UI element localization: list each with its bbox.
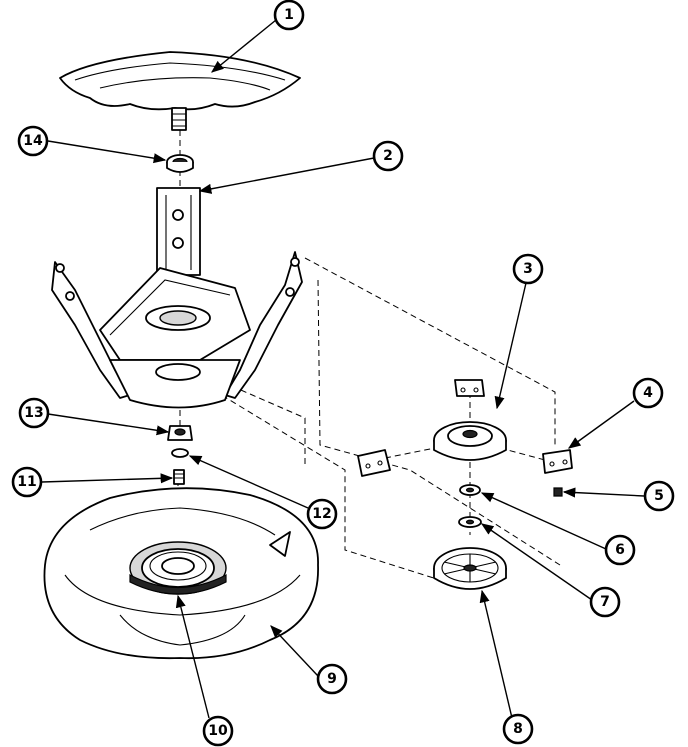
part-drive-pulley: [433, 547, 507, 590]
part-screw: [553, 487, 563, 497]
callout-2: 2: [372, 140, 404, 172]
callout-1: 1: [273, 0, 305, 31]
part-bracket: [156, 187, 201, 276]
callout-11: 11: [11, 466, 43, 498]
callout-14: 14: [17, 125, 49, 157]
callout-12: 12: [306, 498, 338, 530]
callout-9: 9: [316, 663, 348, 695]
callout-7: 7: [589, 586, 621, 618]
svg-text:11: 11: [17, 474, 36, 490]
part-bearing: [166, 154, 194, 173]
part-nut-washer-bolt: [167, 425, 193, 485]
callout-4: 4: [632, 377, 664, 409]
svg-text:4: 4: [643, 385, 653, 401]
callout-5: 5: [643, 480, 675, 512]
part-plates: [357, 379, 573, 477]
svg-text:13: 13: [24, 405, 43, 421]
svg-text:9: 9: [327, 671, 337, 687]
svg-text:14: 14: [23, 133, 43, 149]
callouts: 1 2 3 4 5 6 7 8: [11, 0, 675, 747]
svg-text:5: 5: [654, 488, 664, 504]
part-hub-seal: [129, 541, 227, 595]
callout-10: 10: [202, 715, 234, 747]
svg-text:6: 6: [615, 542, 625, 558]
leader-lines: [41, 19, 645, 719]
svg-text:3: 3: [523, 261, 533, 277]
callout-13: 13: [18, 397, 50, 429]
svg-text:8: 8: [513, 721, 523, 737]
callout-8: 8: [502, 713, 534, 745]
svg-text:12: 12: [312, 506, 331, 522]
callout-3: 3: [512, 253, 544, 285]
part-tub-base: [59, 51, 301, 131]
svg-text:2: 2: [383, 148, 393, 164]
part-washers: [458, 484, 482, 528]
part-pulley: [433, 421, 507, 461]
svg-text:7: 7: [600, 594, 610, 610]
part-support-frame: [51, 251, 303, 409]
svg-text:1: 1: [284, 7, 294, 23]
callout-6: 6: [604, 534, 636, 566]
svg-text:10: 10: [208, 723, 228, 739]
